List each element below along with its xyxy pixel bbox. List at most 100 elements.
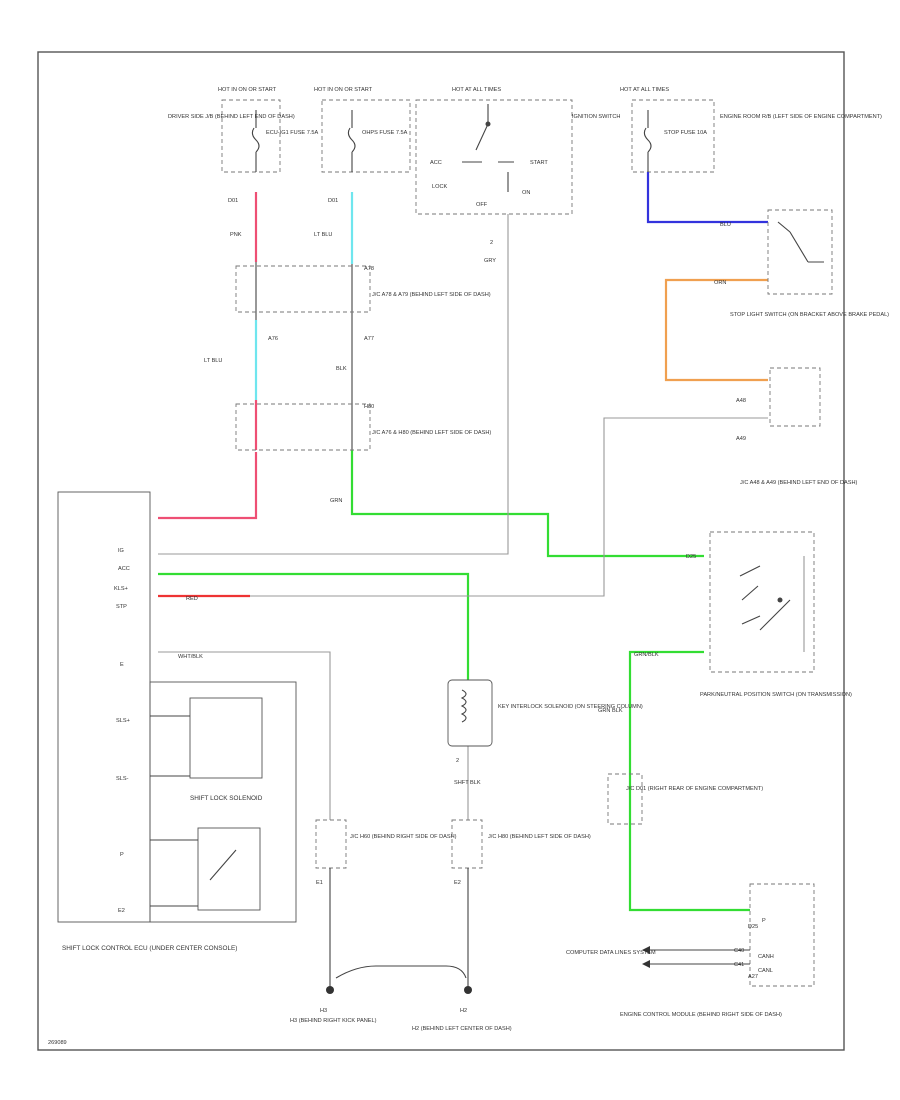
pin-label: D01 [328, 198, 338, 204]
fuse-name: STOP FUSE 10A [664, 130, 707, 136]
pin-label: D01 [228, 198, 238, 204]
engine-control-module: CANH CANL ENGINE CONTROL MODULE (BEHIND … [620, 883, 815, 1018]
component-label: SHIFT LOCK SOLENOID [190, 795, 263, 802]
hot-label: HOT AT ALL TIMES [452, 87, 501, 93]
wire-label: BLK [336, 366, 347, 372]
pin-label: E2 [118, 908, 125, 914]
pin-label: CANL [758, 968, 773, 974]
wire-label: LT BLU [314, 232, 332, 238]
ground-h2 [464, 986, 472, 994]
wire-black-column [255, 262, 353, 450]
fuse-stop: HOT AT ALL TIMES STOP FUSE 10A ENGINE RO… [620, 87, 882, 173]
pin-label: STP [116, 604, 127, 610]
wire-light-blue [254, 192, 354, 400]
pos-acc: ACC [430, 160, 442, 166]
fuse-location: ENGINE ROOM R/B (LEFT SIDE OF ENGINE COM… [720, 114, 882, 120]
pin-label: H3 [320, 1008, 327, 1014]
pin-label: A49 [736, 436, 746, 442]
pin-label: E [120, 662, 124, 668]
wire-label: GRN BLK [598, 708, 623, 714]
pin-label: P [762, 918, 766, 924]
key-interlock-solenoid: KEY INTERLOCK SOLENOID (ON STEERING COLU… [447, 679, 643, 747]
footer-code: 269089 [48, 1040, 67, 1046]
pos-off: OFF [476, 202, 488, 208]
pin-label: 2 [456, 758, 459, 764]
fuse-name: ECU-IG1 FUSE 7.5A [266, 130, 318, 136]
jc-a78: J/C A78 & A79 (BEHIND LEFT SIDE OF DASH) [235, 265, 491, 313]
pin-label: SLS- [116, 776, 129, 782]
pin-label: C40 [734, 948, 744, 954]
pos-start: START [530, 160, 548, 166]
pin-label: A27 [748, 974, 758, 980]
jc-a48: J/C A48 & A49 (BEHIND LEFT END OF DASH) [740, 367, 858, 486]
ground-label: H3 (BEHIND RIGHT KICK PANEL) [290, 1018, 377, 1024]
wire-green [158, 450, 750, 912]
wire-label: LT BLU [204, 358, 222, 364]
fuse-location: DRIVER SIDE J/B (BEHIND LEFT END OF DASH… [168, 114, 295, 120]
pin-label: KLS+ [114, 586, 128, 592]
hot-label: HOT IN ON OR START [218, 87, 277, 93]
jc-label: J/C A48 & A49 (BEHIND LEFT END OF DASH) [740, 480, 858, 486]
jc-label: J/C A78 & A79 (BEHIND LEFT SIDE OF DASH) [372, 292, 491, 298]
jc-h60: J/C H60 (BEHIND RIGHT SIDE OF DASH) [315, 819, 457, 869]
component-name: IGNITION SWITCH [572, 114, 620, 120]
wire-label: ORN [714, 280, 726, 286]
pin-label: A76 [268, 336, 278, 342]
wire-label: BLU [720, 222, 731, 228]
pin-label: A77 [364, 336, 374, 342]
jc-label: J/C H80 (BEHIND LEFT SIDE OF DASH) [488, 834, 591, 840]
wire-labels: PNK LT BLU LT BLU BLK GRY GRN RED WHT/BL… [178, 222, 731, 786]
ignition-switch: HOT AT ALL TIMES IGNITION SWITCH ACC LOC… [415, 87, 620, 215]
stop-light-switch: STOP LIGHT SWITCH (ON BRACKET ABOVE BRAK… [730, 209, 889, 318]
wire-gray [158, 214, 805, 820]
ground-wires [329, 868, 469, 988]
component-label: STOP LIGHT SWITCH (ON BRACKET ABOVE BRAK… [730, 312, 889, 318]
ecu-pins: IG ACC KLS+ STP E SLS+ SLS- P E2 [114, 548, 130, 914]
fuse-name: OHPS FUSE 7.5A [362, 130, 408, 136]
jc-d01: J/C D01 (RIGHT REAR OF ENGINE COMPARTMEN… [607, 773, 763, 825]
pin-label: P [120, 852, 124, 858]
fuse-ecu-ig1: HOT IN ON OR START DRIVER SIDE J/B (BEHI… [168, 87, 318, 173]
pos-lock: LOCK [432, 184, 448, 190]
wire-label: GRN [330, 498, 342, 504]
jc-label: J/C H60 (BEHIND RIGHT SIDE OF DASH) [350, 834, 457, 840]
pin-label: CANH [758, 954, 774, 960]
pin-label: ACC [118, 566, 130, 572]
pin-label: 2 [490, 240, 493, 246]
jc-h80: J/C H80 (BEHIND LEFT SIDE OF DASH) [451, 819, 591, 869]
pin-label: H2 [460, 1008, 467, 1014]
component-label: KEY INTERLOCK SOLENOID (ON STEERING COLU… [498, 704, 643, 710]
wire-label: GRY [484, 258, 496, 264]
hot-label: HOT IN ON OR START [314, 87, 373, 93]
pin-label: H80 [364, 404, 374, 410]
jc-label: J/C D01 (RIGHT REAR OF ENGINE COMPARTMEN… [626, 786, 763, 792]
wire-label: PNK [230, 232, 242, 238]
wire-label: WHT/BLK [178, 654, 203, 660]
pos-on: ON [522, 190, 530, 196]
jc-a76: J/C A76 & H80 (BEHIND LEFT SIDE OF DASH) [235, 403, 491, 451]
hot-label: HOT AT ALL TIMES [620, 87, 669, 93]
diagram-frame [37, 51, 845, 1051]
component-label: COMPUTER DATA LINES SYSTEM [566, 950, 656, 956]
park-neutral-switch: PARK/NEUTRAL POSITION SWITCH (ON TRANSMI… [700, 531, 852, 698]
pin-label: A48 [736, 398, 746, 404]
wire-label: SHFT BLK [454, 780, 481, 786]
component-label: ENGINE CONTROL MODULE (BEHIND RIGHT SIDE… [620, 1012, 782, 1018]
pin-label: IG [118, 548, 124, 554]
pin-label: E1 [316, 880, 323, 886]
ground-h3 [326, 986, 334, 994]
pin-label: E2 [454, 880, 461, 886]
pin-label: D25 [686, 554, 696, 560]
computer-data-lines: COMPUTER DATA LINES SYSTEM [566, 946, 750, 968]
shift-lock-ecu: SHIFT LOCK SOLENOID SHIFT LOCK CONTROL E… [57, 491, 297, 952]
component-label: SHIFT LOCK CONTROL ECU (UNDER CENTER CON… [62, 945, 237, 952]
jc-label: J/C A76 & H80 (BEHIND LEFT SIDE OF DASH) [372, 430, 491, 436]
wire-orange [664, 278, 768, 382]
pin-label: A78 [364, 266, 374, 272]
component-label: PARK/NEUTRAL POSITION SWITCH (ON TRANSMI… [700, 692, 852, 698]
pin-label: C41 [734, 962, 744, 968]
ground-label: H2 (BEHIND LEFT CENTER OF DASH) [412, 1026, 512, 1032]
pin-label: SLS+ [116, 718, 130, 724]
pin-labels: D01 D01 A78 A76 A77 H80 A48 A49 D25 2 2 … [228, 198, 766, 1014]
